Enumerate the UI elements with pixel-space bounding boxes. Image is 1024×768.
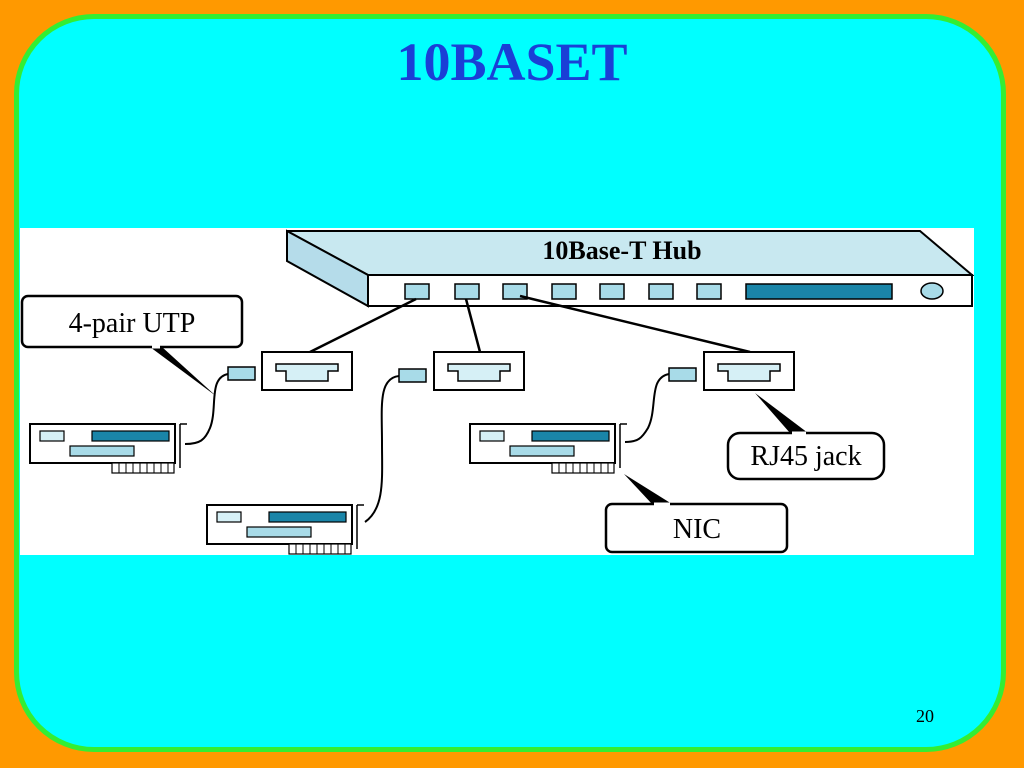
- nic-card-3: [469, 423, 627, 474]
- utp-cable-3: [624, 373, 670, 443]
- hub-port-6: [648, 283, 674, 300]
- nic-card-1: [29, 423, 187, 474]
- hub-label: 10Base-T Hub: [542, 236, 701, 265]
- utp-cable-2: [364, 375, 400, 523]
- hub-port-2: [454, 283, 480, 300]
- hub-cable-3: [519, 294, 751, 354]
- hub-port-5: [599, 283, 625, 300]
- rj45-jack-3: [703, 351, 795, 391]
- hub-led-bar: [745, 283, 893, 300]
- nic-card-2: [206, 504, 364, 555]
- hub: 10Base-T Hub: [286, 229, 974, 308]
- rj45-jack-2: [433, 351, 525, 391]
- rj45-jack-1: [261, 351, 353, 391]
- callout-rj45-label: RJ45 jack: [750, 441, 861, 472]
- hub-port-1: [404, 283, 430, 300]
- callout-utp-label: 4-pair UTP: [69, 308, 196, 339]
- hub-cable-1: [309, 297, 417, 354]
- hub-port-4: [551, 283, 577, 300]
- callout-nic-label: NIC: [673, 514, 721, 545]
- page-number: 20: [916, 706, 934, 726]
- hub-cable-2: [464, 298, 482, 353]
- utp-cable-1: [184, 373, 229, 445]
- hub-port-7: [696, 283, 722, 300]
- slide-title: 10BASET: [396, 32, 628, 92]
- rj45-plug-2: [398, 368, 427, 383]
- hub-power-led: [920, 282, 944, 300]
- callout-utp: 4-pair UTP: [20, 294, 244, 396]
- rj45-plug-1: [227, 366, 256, 381]
- network-diagram: 10Base-T Hub: [20, 228, 974, 555]
- callout-nic: NIC: [604, 474, 789, 554]
- rj45-plug-3: [668, 367, 697, 382]
- callout-rj45: RJ45 jack: [726, 393, 886, 481]
